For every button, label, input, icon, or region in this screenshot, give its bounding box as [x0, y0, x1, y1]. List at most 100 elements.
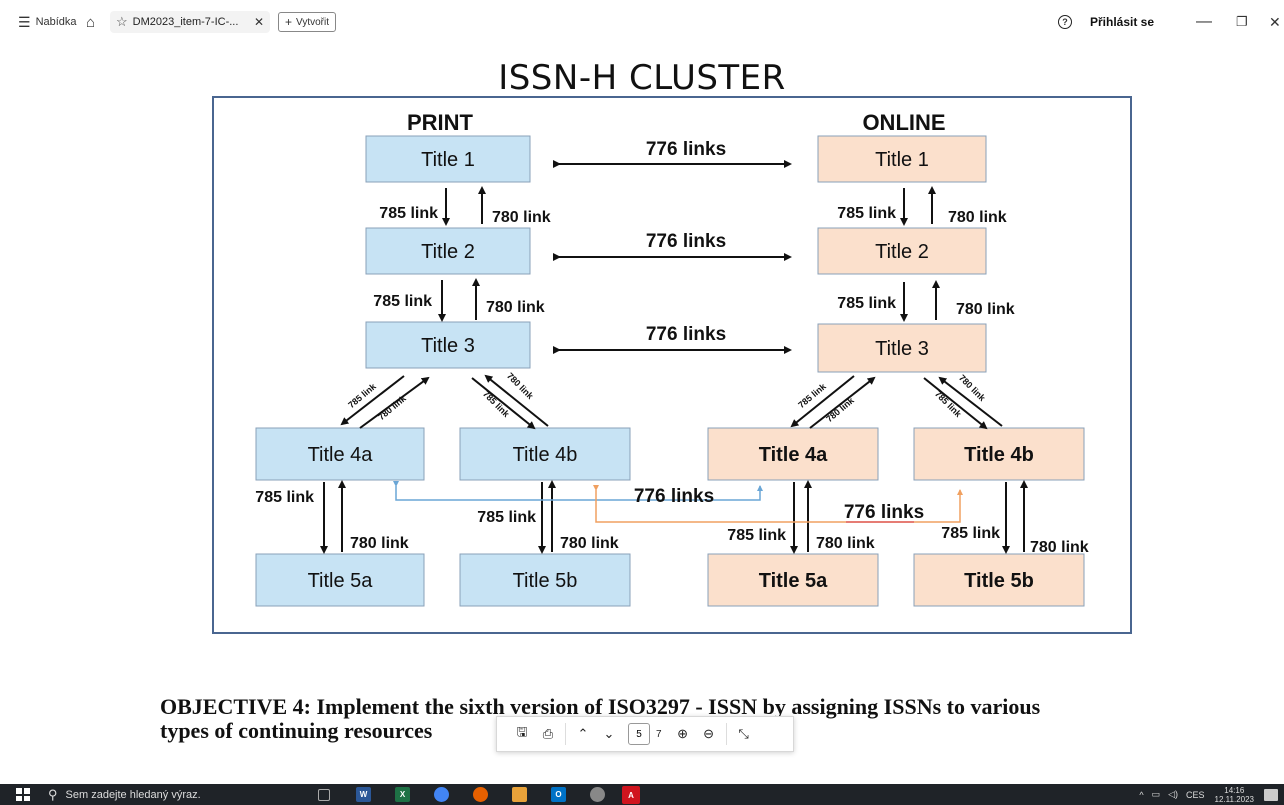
- fit-page-icon[interactable]: ⤡: [738, 726, 749, 741]
- help-icon[interactable]: ?: [1058, 15, 1072, 29]
- clock[interactable]: 14:16 12.11.2023: [1215, 786, 1254, 804]
- online-title-4a-label: Title 4a: [759, 444, 828, 466]
- new-tab-label: Vytvořit: [296, 16, 329, 28]
- print-title-5a-box: [255, 553, 425, 607]
- print-title-3-box: [365, 321, 531, 369]
- print-header: PRINT: [407, 110, 474, 135]
- label-780-o12: 780 link: [948, 209, 1007, 226]
- online-title-3-label: Title 3: [875, 338, 929, 360]
- word-icon[interactable]: W: [356, 787, 371, 802]
- diag-785-p3-4a: [340, 375, 405, 426]
- online-title-4b-box: [913, 427, 1085, 481]
- online-title-1-label: Title 1: [875, 149, 929, 171]
- zoom-out-icon[interactable]: ⊖: [703, 726, 715, 741]
- search-icon: ⚲: [48, 786, 58, 802]
- tab-title: DM2023_item-7-IC-...: [132, 16, 239, 28]
- volume-icon[interactable]: ◁): [1168, 789, 1179, 799]
- label-785-o4b5b: 785 link: [941, 525, 1000, 542]
- system-tray: ^ ▭ ◁) CES 14:16 12.11.2023: [1131, 784, 1278, 805]
- print-title-3-label: Title 3: [421, 335, 475, 357]
- notification-icon[interactable]: [1264, 788, 1278, 801]
- browser-toolbar: ☰ Nabídka ⌂ ☆ DM2023_item-7-IC-... ✕ + V…: [0, 0, 1284, 44]
- link-776-label-2: 776 links: [646, 231, 726, 252]
- diag-780-o3-4a: [809, 376, 876, 429]
- online-title-2-box: [817, 227, 987, 275]
- new-tab-button[interactable]: + Vytvořit: [278, 12, 336, 32]
- print-icon[interactable]: ⎙: [542, 726, 554, 741]
- toolbar-divider: [565, 723, 566, 745]
- close-window-icon[interactable]: ✕: [1269, 13, 1281, 30]
- label-785-p4a5a: 785 link: [255, 489, 314, 506]
- search-placeholder: Sem zadejte hledaný výraz.: [65, 788, 201, 801]
- online-title-3-box: [817, 323, 987, 373]
- plus-icon: +: [285, 15, 293, 29]
- home-icon[interactable]: ⌂: [86, 13, 96, 31]
- diag-780-label-p3-4a: 780 link: [376, 393, 408, 423]
- online-title-4b-label: Title 4b: [964, 444, 1034, 466]
- clock-time: 14:16: [1224, 785, 1245, 795]
- next-page-icon[interactable]: ⌄: [603, 726, 615, 741]
- taskbar-search[interactable]: ⚲ Sem zadejte hledaný výraz.: [48, 786, 298, 803]
- save-icon[interactable]: 🖫: [516, 724, 528, 739]
- page-number-input[interactable]: 5: [628, 723, 650, 745]
- online-title-1-box: [817, 135, 987, 183]
- menu-button[interactable]: ☰ Nabídka: [18, 12, 77, 32]
- tab-close-icon[interactable]: ✕: [253, 15, 264, 29]
- acrobat-icon[interactable]: A: [622, 786, 640, 804]
- print-title-4a-label: Title 4a: [308, 444, 374, 466]
- previous-page-icon[interactable]: ⌃: [577, 726, 589, 741]
- firefox-icon[interactable]: [473, 787, 488, 802]
- diag-780-o3-4b: [938, 376, 1003, 427]
- label-785-p12: 785 link: [379, 205, 438, 222]
- print-title-4b-box: [459, 427, 631, 481]
- label-780-o4a5a: 780 link: [816, 535, 875, 552]
- label-785-o4a5a: 785 link: [727, 527, 786, 544]
- link-776-label-3: 776 links: [646, 324, 726, 345]
- cross-link-orange: [593, 485, 963, 523]
- print-title-2-box: [365, 227, 531, 275]
- online-title-2-label: Title 2: [875, 241, 929, 263]
- page-total: 7: [656, 728, 662, 740]
- windows-start-icon[interactable]: [16, 788, 30, 801]
- label-785-p4b5b: 785 link: [477, 509, 536, 526]
- print-title-5b-box: [459, 553, 631, 607]
- print-title-4b-label: Title 4b: [513, 444, 578, 466]
- star-icon[interactable]: ☆: [116, 14, 128, 29]
- teams-icon[interactable]: [512, 787, 527, 802]
- task-view-icon[interactable]: [318, 789, 330, 801]
- objective-text: OBJECTIVE 4: Implement the sixth version…: [160, 695, 1220, 743]
- minimize-icon[interactable]: —: [1196, 13, 1212, 30]
- print-title-2-label: Title 2: [421, 241, 475, 263]
- diag-785-o3-4a: [790, 375, 855, 428]
- print-title-1-label: Title 1: [421, 149, 475, 171]
- outlook-icon[interactable]: O: [551, 787, 566, 802]
- label-785-p23: 785 link: [373, 293, 432, 310]
- label-780-p4b5b: 780 link: [560, 535, 619, 552]
- label-780-p4a5a: 780 link: [350, 535, 409, 552]
- login-button[interactable]: Přihlásit se: [1090, 15, 1155, 29]
- network-icon[interactable]: ▭: [1151, 789, 1161, 799]
- link-776-label-1: 776 links: [646, 139, 726, 160]
- print-title-5a-label: Title 5a: [308, 570, 374, 592]
- chrome-icon[interactable]: [434, 787, 449, 802]
- paint-icon[interactable]: [590, 787, 605, 802]
- toolbar-divider: [725, 723, 727, 745]
- online-title-5a-box: [707, 553, 879, 607]
- zoom-in-icon[interactable]: ⊕: [677, 726, 689, 741]
- language-indicator[interactable]: CES: [1186, 789, 1205, 800]
- diag-780-label-o3-4a: 780 link: [824, 395, 856, 425]
- maximize-icon[interactable]: ❐: [1236, 14, 1248, 29]
- excel-icon[interactable]: X: [395, 787, 410, 802]
- diag-780-label-o3-4b: 780 link: [957, 373, 988, 404]
- document-tab[interactable]: ☆ DM2023_item-7-IC-... ✕: [110, 11, 270, 33]
- tray-expand-icon[interactable]: ^: [1139, 789, 1144, 800]
- diag-785-p3-4b: [471, 377, 536, 430]
- label-785-o23: 785 link: [837, 295, 896, 312]
- label-785-o12: 785 link: [837, 205, 896, 222]
- online-title-5b-box: [913, 553, 1085, 607]
- label-780-p12: 780 link: [492, 209, 551, 226]
- hamburger-icon: ☰: [18, 13, 31, 30]
